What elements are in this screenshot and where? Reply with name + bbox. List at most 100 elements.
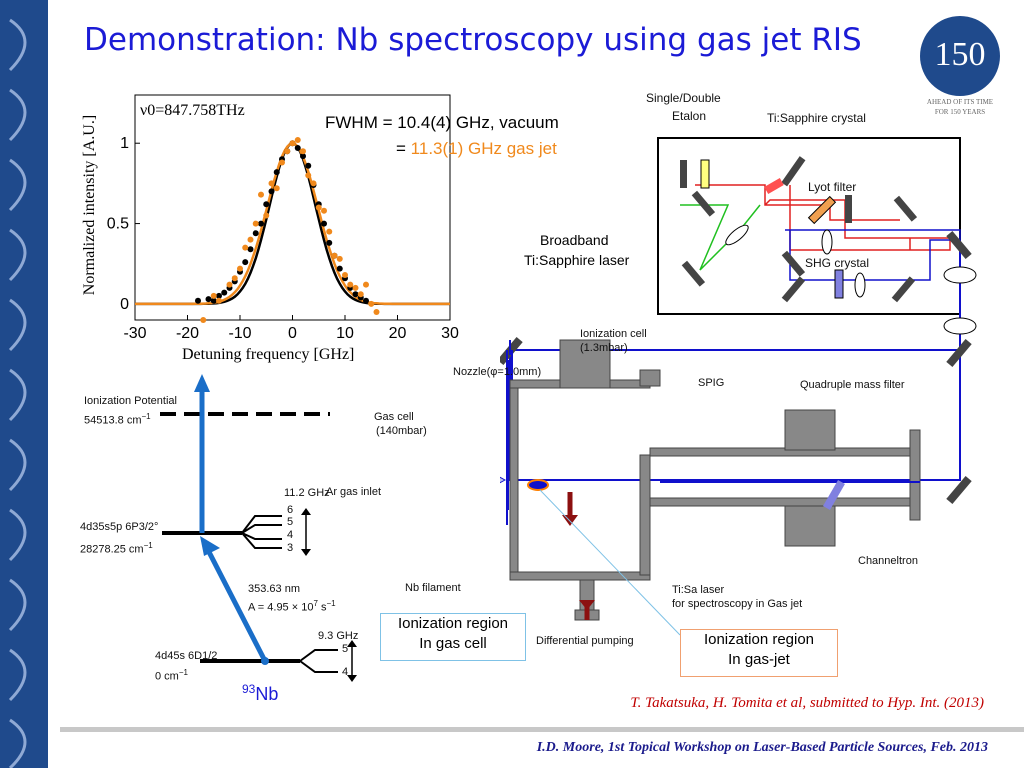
ground-state-label: 4d45s 6D1/2 [155, 650, 218, 662]
etalon-icon [700, 159, 710, 189]
upper-hfs-f3: 3 [287, 542, 294, 554]
ground-unit-exp: −1 [178, 668, 188, 677]
lower-hfs-splitting: 9.3 GHz [318, 630, 359, 642]
vacuum-data-point [252, 230, 259, 237]
gasjet-data-point [242, 244, 249, 251]
gas-cell-label: Gas cell [374, 411, 414, 423]
vacuum-data-point [258, 220, 264, 227]
footer-divider [60, 727, 1024, 732]
lower-hfs-f4: 4 [342, 666, 349, 678]
beam-mirror-2-icon [946, 338, 972, 368]
channeltron-icon [823, 480, 845, 510]
gasjet-data-point [247, 236, 254, 243]
mirror-9-icon [681, 260, 706, 287]
gasjet-data-point [226, 281, 233, 288]
x-tick-label: 20 [389, 325, 407, 342]
transition-wavelength: 353.63 nm [248, 583, 300, 595]
gas-cell-region-line-2: In gas cell [419, 635, 487, 652]
gasjet-data-point [289, 140, 296, 147]
gasjet-data-point [357, 291, 364, 298]
logo-tagline-1: AHEAD OF ITS TIME [926, 98, 994, 106]
citation: T. Takatsuka, H. Tomita et al, submitted… [630, 695, 984, 711]
laurel-decoration-icon [8, 18, 27, 770]
broadband-label-2: Ti:Sapphire laser [524, 252, 630, 268]
vacuum-data-point [221, 289, 228, 296]
upper-hfs-f6: 6 [287, 504, 294, 516]
y-axis-label: Normalized intensity [A.U.] [81, 114, 98, 296]
gasjet-data-point [263, 212, 270, 219]
ionization-spot-icon [527, 479, 549, 491]
fit-curves [135, 141, 450, 306]
gasjet-data-point [352, 284, 359, 291]
etalon-label-2: Etalon [672, 109, 707, 123]
excited-state-label: 4d35s5p 6P3/2° [80, 521, 159, 533]
pump-beam [680, 204, 761, 271]
excited-state-value: 28278.25 cm [80, 543, 144, 556]
beam-lens-2-icon [943, 317, 977, 335]
gasjet-data-point [216, 297, 222, 304]
vacuum-data-point [326, 239, 333, 246]
gasjet-data-point [294, 137, 301, 143]
fwhm-gasjet-label: 11.3(1) GHz gas jet [410, 139, 557, 158]
callout-lines [539, 489, 681, 636]
ground-state-value: 0 cm [155, 670, 179, 683]
vacuum-data-point [247, 246, 254, 253]
nozzle-label: Nozzle(φ=1.0mm) [453, 366, 542, 378]
gasjet-fit-curve [135, 141, 450, 306]
gasjet-data-point [237, 265, 243, 272]
mirror-7-icon [781, 276, 806, 303]
ar-inlet-label: Ar gas inlet [326, 486, 382, 498]
gasjet-data-point [252, 220, 259, 227]
x-tick-label: 10 [336, 325, 354, 342]
gasjet-data-point [310, 180, 317, 187]
ionization-cell-label: Ionization cell [580, 328, 647, 340]
vacuum-data-point [273, 169, 280, 176]
shg-crystal-label: SHG crystal [805, 256, 870, 270]
beam-lens-1-icon [943, 266, 977, 284]
fwhm-equals: = [396, 139, 406, 158]
ip-label: Ionization Potential [84, 395, 177, 407]
gas-cell-pressure: (140mbar) [376, 425, 427, 437]
tisa-laser-label-2: for spectroscopy in Gas jet [672, 598, 803, 610]
excited-unit-exp: −1 [143, 541, 153, 550]
x-tick-label: 0 [288, 325, 297, 342]
shg-beam [785, 229, 961, 281]
mirror-2-icon [781, 156, 806, 187]
gasjet-data-point [300, 148, 306, 155]
x-tick-label: 30 [441, 325, 459, 342]
mirror-3-icon [691, 190, 716, 217]
isotope-symbol: Nb [255, 684, 279, 704]
transition-a-coefficient: A = 4.95 × 10 [248, 601, 314, 614]
shg-lens-2-icon [854, 272, 866, 298]
x-tick-label: -20 [176, 325, 199, 342]
vacuum-data-point [263, 201, 270, 208]
data-points [195, 137, 380, 323]
transition-a-unit: s [317, 601, 327, 614]
vacuum-data-point [352, 291, 359, 298]
x-axis-label: Detuning frequency [GHz] [182, 346, 355, 363]
gasjet-data-point [210, 292, 217, 299]
lyot-filter-icon [807, 195, 837, 225]
upper-hfs-f4: 4 [287, 529, 294, 541]
mirror-4-icon [845, 195, 852, 223]
sidebar-decoration [0, 0, 48, 770]
spig-label: SPIG [698, 377, 725, 389]
tisapphire-crystal-icon [764, 178, 784, 194]
beam-mirror-1-icon [946, 230, 972, 260]
upper-hfs-f5: 5 [287, 516, 294, 528]
nu0-label: ν0=847.758THz [140, 102, 245, 119]
channeltron-label: Channeltron [858, 555, 918, 567]
vacuum-chamber [509, 339, 921, 621]
shg-crystal-icon [834, 269, 844, 299]
qmf-label: Quadruple mass filter [800, 379, 905, 391]
upper-hfs-splitting: 11.2 GHz [284, 487, 330, 499]
vacuum-data-point [294, 145, 301, 152]
nb-filament-label: Nb filament [405, 582, 461, 594]
energy-level-diagram [160, 374, 357, 682]
vacuum-data-point [210, 297, 217, 304]
lyot-filter-label: Lyot filter [808, 180, 857, 194]
gasjet-data-point [279, 159, 285, 166]
experimental-setup-diagram [500, 137, 977, 636]
gasjet-data-point [284, 148, 291, 155]
